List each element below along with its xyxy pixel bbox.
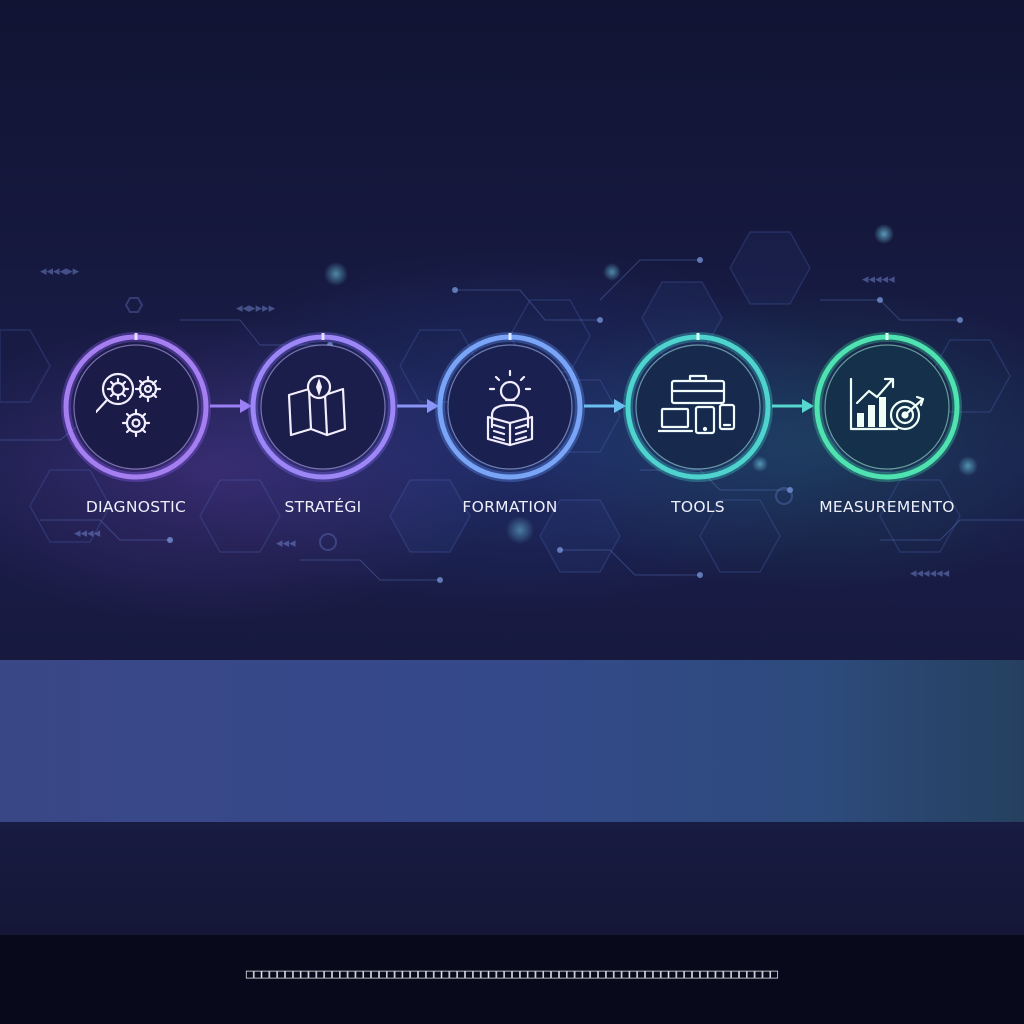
map-compass-icon bbox=[287, 374, 347, 437]
svg-text:◂◂▸▸▸▸: ◂◂▸▸▸▸ bbox=[236, 301, 276, 316]
person-reading-lightbulb-icon bbox=[486, 369, 534, 447]
svg-text:◂◂◂◂▸▸: ◂◂◂◂▸▸ bbox=[40, 264, 80, 279]
step-tools: TOOLS bbox=[608, 332, 788, 532]
footer-caption: □□□□□□□□□□□□□□□□□□□□□□□□□□□□□□□□□□□□□□□□… bbox=[245, 967, 779, 982]
step-measuremento: MEASUREMENTO bbox=[797, 332, 977, 532]
arrow-right-icon bbox=[210, 399, 252, 413]
arrow-right-icon bbox=[584, 399, 626, 413]
hexagon-network-pattern: ◂◂◂◂▸▸ ◂◂▸▸▸▸ ◂◂◂◂◂ ◂◂◂◂ ◂◂◂ ◂◂◂◂◂◂ bbox=[0, 224, 1024, 583]
chart-target-icon bbox=[849, 377, 925, 431]
footer-bar: □□□□□□□□□□□□□□□□□□□□□□□□□□□□□□□□□□□□□□□□… bbox=[0, 935, 1024, 1024]
step-label: MEASUREMENTO bbox=[819, 498, 955, 516]
lower-panel bbox=[0, 822, 1024, 935]
svg-text:◂◂◂◂◂◂: ◂◂◂◂◂◂ bbox=[910, 566, 950, 581]
svg-text:◂◂◂◂◂: ◂◂◂◂◂ bbox=[862, 272, 895, 287]
step-ring bbox=[248, 332, 398, 482]
step-ring bbox=[812, 332, 962, 482]
step-ring bbox=[623, 332, 773, 482]
step-ring bbox=[435, 332, 585, 482]
svg-text:◂◂◂: ◂◂◂ bbox=[276, 536, 296, 551]
step-label: DIAGNOSTIC bbox=[85, 498, 187, 516]
step-diagnostic: DIAGNOSTIC bbox=[46, 332, 226, 532]
step-formation: FORMATION bbox=[420, 332, 600, 532]
step-label: STRATÉGI bbox=[284, 498, 362, 516]
step-strategi: STRATÉGI bbox=[233, 332, 413, 532]
step-label: FORMATION bbox=[462, 498, 558, 516]
bottom-band bbox=[0, 660, 1024, 822]
arrow-right-icon bbox=[397, 399, 439, 413]
diagram-background: ◂◂◂◂▸▸ ◂◂▸▸▸▸ ◂◂◂◂◂ ◂◂◂◂ ◂◂◂ ◂◂◂◂◂◂ bbox=[0, 0, 1024, 660]
svg-text:◂◂◂◂: ◂◂◂◂ bbox=[74, 526, 101, 541]
magnifier-gears-icon bbox=[96, 372, 162, 438]
arrow-right-icon bbox=[772, 399, 814, 413]
step-label: TOOLS bbox=[671, 498, 725, 516]
process-flow: DIAGNOSTIC STRATÉGI bbox=[0, 320, 1024, 540]
toolbox-devices-icon bbox=[658, 374, 736, 435]
step-ring bbox=[61, 332, 211, 482]
